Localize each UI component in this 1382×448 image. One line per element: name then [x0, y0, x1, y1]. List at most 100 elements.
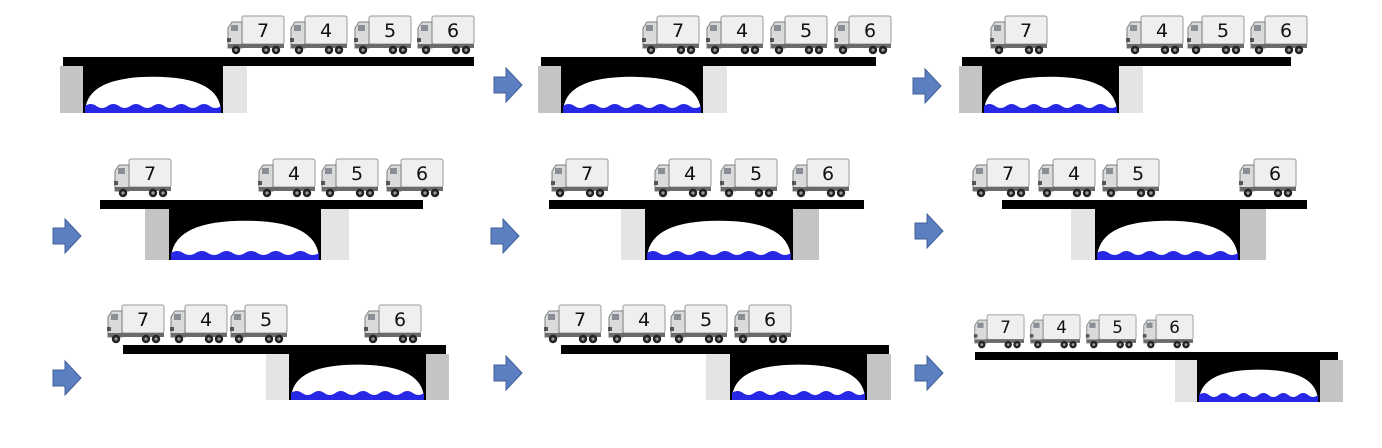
bridge-deck — [561, 345, 889, 354]
truck-icon: 4 — [1029, 314, 1081, 349]
truck-icon: 7 — [114, 158, 172, 198]
truck-icon: 5 — [1102, 158, 1160, 198]
arch-opening — [732, 364, 865, 400]
truck-number-label: 6 — [1269, 163, 1281, 185]
right-arrow-icon — [493, 354, 523, 392]
right-arrow-icon — [52, 359, 82, 397]
abutment — [867, 354, 891, 400]
truck-number-label: 5 — [800, 20, 812, 42]
abutment — [703, 66, 727, 113]
right-arrow-icon — [493, 66, 523, 104]
truck-icon: 6 — [734, 304, 792, 344]
truck-number-label: 4 — [288, 163, 300, 185]
truck-number-label: 6 — [1280, 20, 1292, 42]
truck-icon: 6 — [792, 158, 850, 198]
truck-number-label: 6 — [864, 20, 876, 42]
arch-opening — [563, 76, 701, 113]
truck-number-label: 5 — [351, 163, 363, 185]
truck-icon: 6 — [386, 158, 444, 198]
truck-number-label: 5 — [700, 309, 712, 331]
truck-icon: 4 — [1126, 15, 1184, 55]
arch-opening — [984, 76, 1117, 113]
truck-number-label: 7 — [137, 309, 149, 331]
truck-number-label: 7 — [581, 163, 593, 185]
bridge-step-panel: 7 4 5 6 — [544, 304, 891, 400]
truck-icon: 4 — [170, 304, 228, 344]
truck-icon: 4 — [608, 304, 666, 344]
truck-icon: 7 — [544, 304, 602, 344]
right-arrow-icon — [52, 217, 82, 255]
truck-number-label: 4 — [1056, 317, 1067, 337]
abutment — [1119, 66, 1143, 113]
arch-opening — [291, 364, 424, 400]
water — [171, 251, 319, 260]
water — [1097, 251, 1238, 260]
bridge-deck — [1002, 200, 1307, 209]
arch-opening — [1097, 220, 1238, 260]
truck-icon: 7 — [551, 158, 609, 198]
truck-number-label: 4 — [1068, 163, 1080, 185]
truck-number-label: 5 — [1112, 317, 1123, 337]
arch-opening — [647, 220, 791, 260]
bridge-deck — [549, 200, 864, 209]
truck-icon: 5 — [354, 15, 412, 55]
arch-opening — [1199, 369, 1318, 402]
bridge-step-panel: 7 4 5 6 — [972, 158, 1307, 260]
truck-number-label: 7 — [257, 20, 269, 42]
abutment — [1240, 209, 1266, 260]
truck-number-label: 6 — [822, 163, 834, 185]
bridge-deck — [123, 345, 446, 354]
abutment — [60, 66, 83, 113]
truck-icon: 7 — [107, 304, 165, 344]
truck-number-label: 7 — [672, 20, 684, 42]
truck-number-label: 4 — [638, 309, 650, 331]
truck-icon: 5 — [321, 158, 379, 198]
bridge-deck — [541, 57, 876, 66]
truck-number-label: 4 — [320, 20, 332, 42]
abutment — [426, 354, 449, 400]
truck-number-label: 5 — [1217, 20, 1229, 42]
truck-number-label: 7 — [1000, 317, 1011, 337]
truck-icon: 5 — [670, 304, 728, 344]
water — [984, 104, 1117, 113]
truck-number-label: 4 — [200, 309, 212, 331]
truck-number-label: 5 — [1132, 163, 1144, 185]
truck-icon: 7 — [973, 314, 1025, 349]
truck-number-label: 6 — [416, 163, 428, 185]
abutment — [793, 209, 819, 260]
truck-icon: 6 — [834, 15, 892, 55]
truck-number-label: 4 — [684, 163, 696, 185]
abutment — [1320, 360, 1343, 402]
water — [85, 104, 221, 113]
abutment — [1175, 360, 1197, 402]
abutment — [706, 354, 730, 400]
right-arrow-icon — [914, 354, 944, 392]
truck-icon: 4 — [1038, 158, 1096, 198]
bridge-deck — [100, 200, 423, 209]
arch-opening — [171, 220, 319, 260]
truck-icon: 5 — [770, 15, 828, 55]
truck-number-label: 4 — [1156, 20, 1168, 42]
truck-icon: 6 — [1142, 314, 1194, 349]
abutment — [959, 66, 982, 113]
truck-icon: 7 — [227, 15, 285, 55]
abutment — [321, 209, 349, 260]
abutment — [223, 66, 247, 113]
truck-icon: 5 — [1085, 314, 1137, 349]
water — [732, 391, 865, 400]
bridge-deck — [962, 57, 1291, 66]
truck-number-label: 5 — [260, 309, 272, 331]
truck-icon: 7 — [972, 158, 1030, 198]
truck-icon: 7 — [642, 15, 700, 55]
truck-icon: 5 — [230, 304, 288, 344]
truck-number-label: 7 — [144, 163, 156, 185]
truck-number-label: 6 — [764, 309, 776, 331]
truck-number-label: 5 — [384, 20, 396, 42]
water — [563, 104, 701, 113]
abutment — [145, 209, 169, 260]
